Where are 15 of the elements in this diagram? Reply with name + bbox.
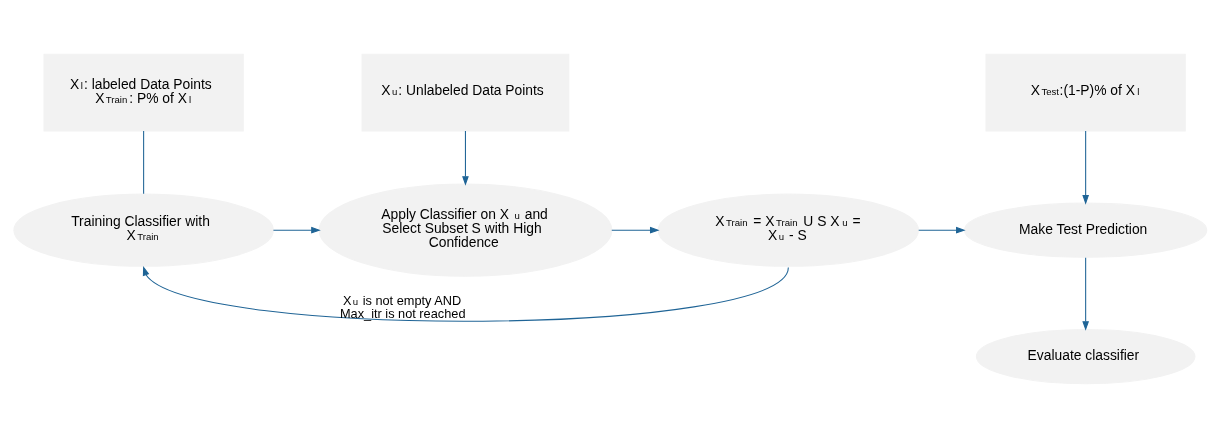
arrow	[272, 226, 321, 234]
arrow	[918, 226, 966, 234]
arrow	[611, 226, 660, 234]
arrow	[1082, 130, 1089, 205]
connector	[143, 130, 145, 195]
node-ellipse: Make Test Prediction	[963, 202, 1208, 258]
node-ellipse: Training Classifier with XTrain	[13, 193, 274, 267]
node-ellipse: Evaluate classifier	[975, 329, 1196, 385]
node-box: Xl: labeled Data Points XTrain: P% of Xl	[43, 53, 244, 132]
edge-label: Xu is not empty AND Max_itr is not reached	[339, 292, 466, 321]
node-box: Xu: Unlabeled Data Points	[361, 53, 570, 132]
arrow	[1082, 257, 1089, 331]
node-box: XTest:(1-P)% of Xl	[985, 53, 1186, 132]
arrow	[142, 266, 789, 322]
arrow	[462, 130, 469, 186]
